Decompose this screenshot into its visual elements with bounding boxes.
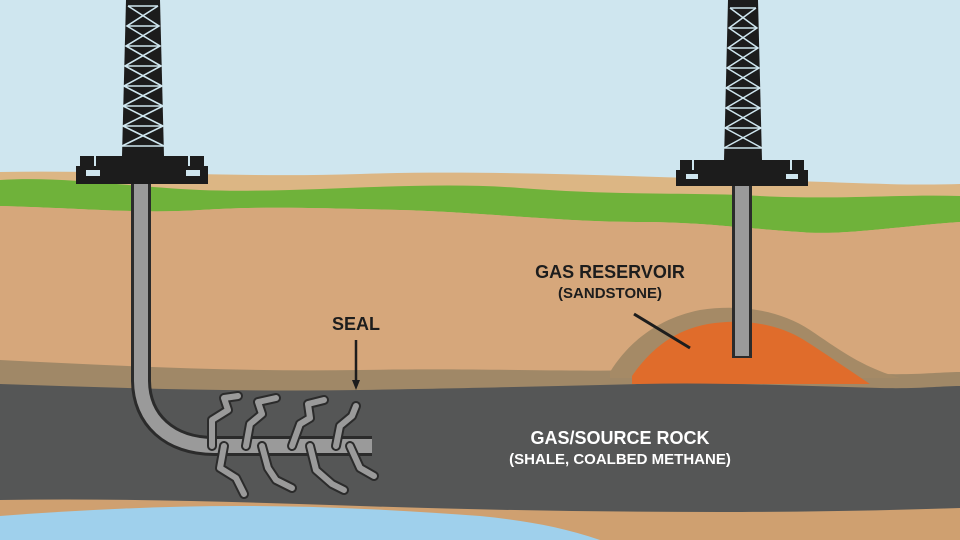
shale-source-rock [0,383,960,540]
gas-reservoir-sublabel: (SANDSTONE) [558,285,662,302]
source-rock-label: GAS/SOURCE ROCK [530,428,709,448]
left-drilling-rig [76,0,208,184]
reservoir-pointer [633,312,691,350]
right-drilling-rig [676,0,808,186]
aquifer [0,506,600,540]
hydraulic-fractures [207,391,379,499]
source-rock-sublabel: (SHALE, COALBED METHANE) [509,451,731,468]
gas-reservoir-label: GAS RESERVOIR [535,262,685,282]
grass-layer [0,179,960,233]
seal-label: SEAL [332,314,380,334]
